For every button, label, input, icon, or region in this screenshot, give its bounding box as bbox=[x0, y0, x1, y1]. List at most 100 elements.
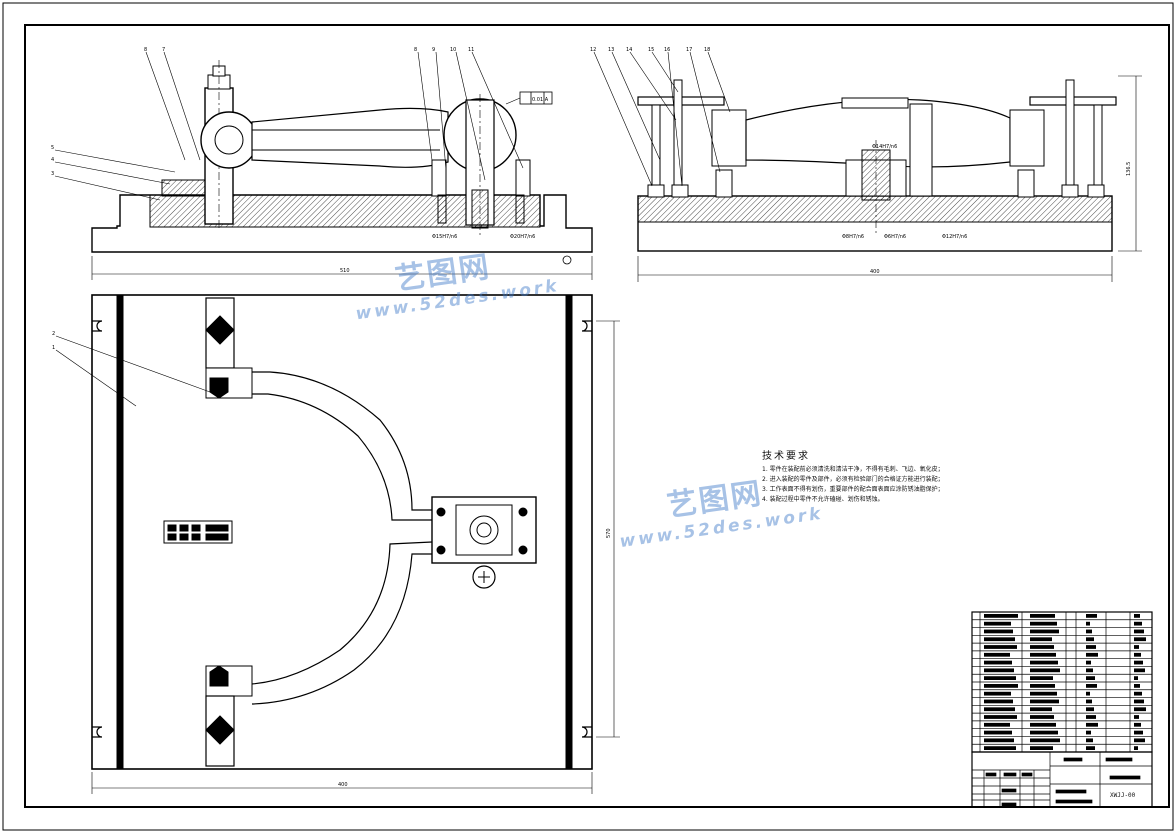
parts-list-cell bbox=[984, 621, 1011, 626]
balloon-label: 12 bbox=[590, 47, 596, 53]
parts-list-cell bbox=[1134, 730, 1143, 735]
balloon-label: 10 bbox=[450, 47, 456, 53]
technical-requirements-title: 技术要求 bbox=[762, 451, 810, 462]
parts-list-cell bbox=[1134, 629, 1144, 634]
balloon-label: 7 bbox=[162, 47, 165, 53]
balloon-label: 5 bbox=[51, 145, 54, 151]
parts-list-cell bbox=[1086, 614, 1097, 618]
parts-list-cell bbox=[1086, 660, 1091, 665]
requirement-item: 1. 零件在装配前必须清洗和清洁干净，不得有毛刺、飞边、氧化皮； bbox=[762, 466, 944, 473]
parts-list-cell bbox=[984, 684, 1018, 688]
parts-list-cell bbox=[1134, 746, 1138, 750]
requirement-item: 3. 工作表面不得有划伤，重要部件的配合面表面应涂防锈油脂保护； bbox=[762, 486, 944, 493]
parts-list-cell bbox=[1030, 645, 1054, 649]
top-view-texts: 400 570 2 1 bbox=[52, 331, 612, 788]
parts-list-cell bbox=[1030, 699, 1059, 704]
parts-list-cell bbox=[1134, 668, 1145, 673]
parts-list-cell bbox=[1030, 629, 1059, 634]
parts-list-cell bbox=[1086, 676, 1095, 680]
parts-list-cell bbox=[1134, 684, 1140, 688]
parts-list-cell bbox=[1086, 746, 1095, 750]
balloon-label: 1 bbox=[52, 345, 55, 351]
fit-label: Φ20H7/n6 bbox=[510, 234, 535, 240]
parts-list-cell bbox=[984, 699, 1013, 704]
parts-list-cell bbox=[1030, 707, 1052, 712]
balloon-label: 8 bbox=[144, 47, 147, 53]
parts-list-cell bbox=[1030, 621, 1057, 626]
parts-list-cell bbox=[1134, 715, 1139, 719]
parts-list-cell bbox=[984, 730, 1012, 735]
balloon-label: 11 bbox=[468, 47, 474, 53]
parts-list-cell bbox=[1030, 746, 1053, 750]
requirement-item: 4. 装配过程中零件不允许磕碰、划伤和锈蚀。 bbox=[762, 496, 884, 503]
parts-list-cell bbox=[1086, 691, 1090, 696]
dim-side-height: 136.5 bbox=[1126, 162, 1132, 176]
side-view-texts: 400 136.5 Φ8H7/n6 Φ14H7/n6 Φ6H7/n6 Φ12H7… bbox=[590, 47, 1132, 275]
parts-list-cell bbox=[1086, 738, 1093, 743]
dim-top-width: 400 bbox=[338, 782, 348, 788]
balloon-label: 8 bbox=[414, 47, 417, 53]
balloon-label: 16 bbox=[664, 47, 670, 53]
parts-list-cell bbox=[1086, 668, 1093, 673]
balloon-label: 2 bbox=[52, 331, 55, 337]
parts-list-cell bbox=[1086, 715, 1096, 719]
parts-list-cell bbox=[984, 715, 1017, 719]
parts-list-cell bbox=[984, 691, 1011, 696]
balloon-label: 18 bbox=[704, 47, 710, 53]
parts-list-cell bbox=[1030, 614, 1055, 618]
parts-list-cell bbox=[1134, 699, 1144, 704]
fit-label: Φ15H7/n6 bbox=[432, 234, 457, 240]
parts-list-cell bbox=[1134, 652, 1141, 657]
parts-list-cell bbox=[1030, 676, 1053, 680]
balloon-label: 15 bbox=[648, 47, 654, 53]
parts-list-cell bbox=[1086, 621, 1090, 626]
parts-list-cell bbox=[984, 660, 1012, 665]
parts-list-cell bbox=[1134, 707, 1146, 712]
parts-list-cell bbox=[1030, 668, 1060, 673]
title-block bbox=[971, 751, 1153, 808]
parts-list-cell bbox=[1086, 699, 1092, 704]
parts-list-cell bbox=[1086, 637, 1094, 642]
parts-list-cell bbox=[1030, 715, 1054, 719]
parts-list-cell bbox=[1134, 722, 1141, 727]
fit-label: Φ8H7/n6 bbox=[842, 234, 864, 240]
parts-list-cell bbox=[984, 676, 1016, 680]
parts-list-cell bbox=[1086, 684, 1097, 688]
top-view bbox=[55, 294, 620, 794]
parts-list-cell bbox=[1030, 660, 1058, 665]
fit-label: Φ6H7/n6 bbox=[884, 234, 906, 240]
parts-list-cell bbox=[1030, 722, 1056, 727]
dim-side-width: 400 bbox=[870, 269, 880, 275]
parts-list-cell bbox=[1134, 621, 1142, 626]
parts-list-cell bbox=[984, 645, 1017, 649]
front-view bbox=[54, 51, 593, 280]
parts-list-cell bbox=[984, 629, 1013, 634]
parts-list-cell bbox=[1134, 691, 1142, 696]
balloon-label: 4 bbox=[51, 157, 54, 163]
parts-list-cell bbox=[1086, 707, 1094, 712]
side-view bbox=[593, 51, 1142, 282]
balloon-label: 3 bbox=[51, 171, 54, 177]
parts-list-cell bbox=[1030, 637, 1052, 642]
parts-list-cell bbox=[1030, 691, 1057, 696]
dim-top-height: 570 bbox=[606, 528, 612, 538]
parts-list-cell bbox=[984, 652, 1010, 657]
fit-label: Φ12H7/n6 bbox=[942, 234, 967, 240]
balloon-label: 13 bbox=[608, 47, 614, 53]
parts-list-cell bbox=[984, 614, 1018, 618]
balloon-label: 9 bbox=[432, 47, 435, 53]
parts-list-cell bbox=[1086, 629, 1092, 634]
parts-list-cell bbox=[1134, 614, 1140, 618]
parts-list-cell bbox=[1030, 684, 1055, 688]
parts-list-cell bbox=[1086, 645, 1096, 649]
parts-list-cell bbox=[1030, 730, 1058, 735]
parts-list-cell bbox=[1134, 660, 1143, 665]
parts-list-cell bbox=[984, 707, 1015, 712]
balloon-label: 17 bbox=[686, 47, 692, 53]
parts-list-cell bbox=[984, 668, 1014, 673]
drawing-number: XWJJ-00 bbox=[1110, 792, 1136, 799]
parts-list-cell bbox=[1030, 652, 1056, 657]
parts-list-cell bbox=[1134, 676, 1138, 680]
